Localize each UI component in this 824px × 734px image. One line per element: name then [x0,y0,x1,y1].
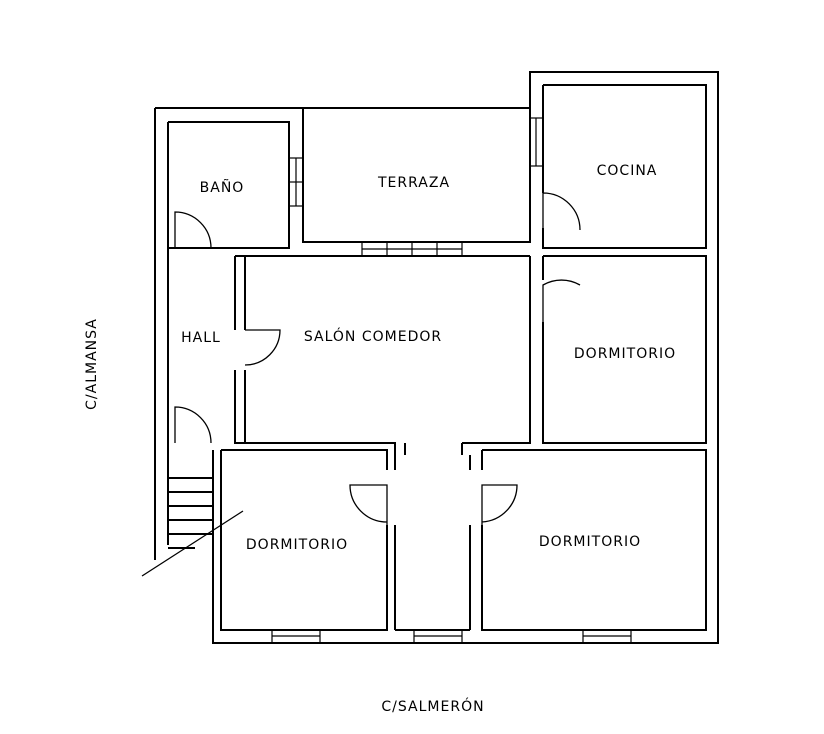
room-label-hall: HALL [181,330,221,346]
windows [271,117,632,644]
room-label-dormitorio-lower-left: DORMITORIO [246,537,348,553]
room-label-terraza: TERRAZA [377,175,450,191]
room-label-salon: SALÓN COMEDOR [304,327,442,345]
room-label-dormitorio-lower-right: DORMITORIO [539,534,641,550]
room-label-cocina: COCINA [597,163,658,179]
room-label-bano: BAÑO [200,179,245,196]
interior-walls [220,255,707,631]
street-label-bottom: C/SALMERÓN [381,697,484,715]
street-label-left: C/ALMANSA [84,318,100,410]
stairs [141,477,244,577]
room-label-dormitorio-upper-right: DORMITORIO [574,346,676,362]
doors [174,192,581,525]
